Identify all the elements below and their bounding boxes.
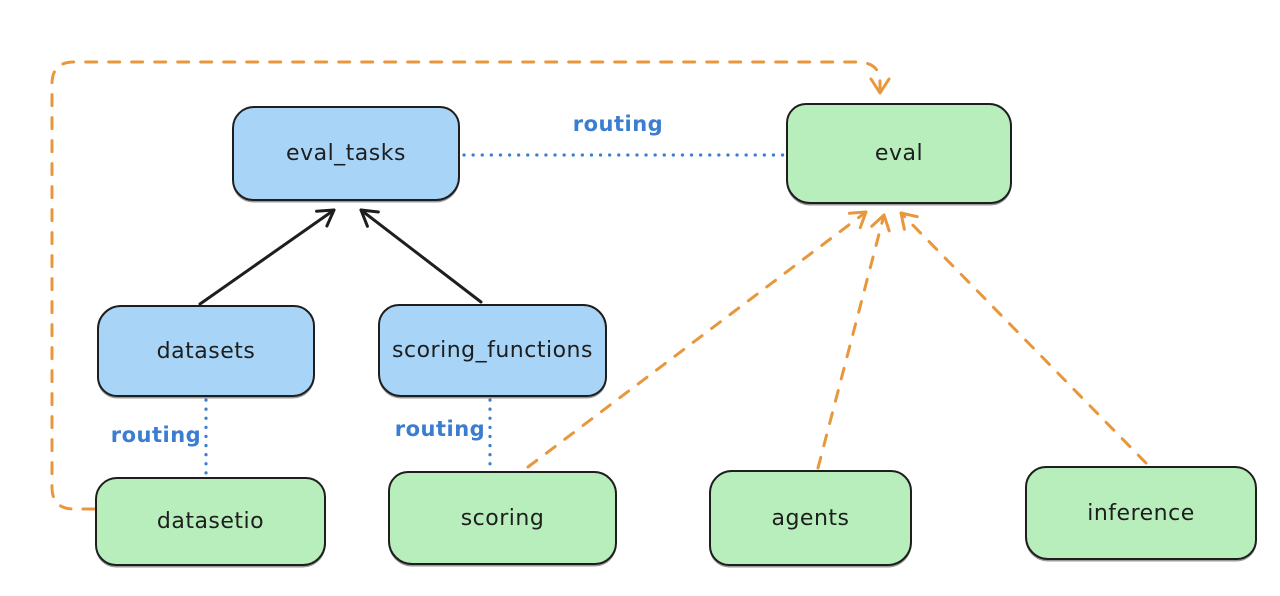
edge-datasets-to-eval-tasks[interactable]	[198, 208, 336, 306]
edge-label-routing-eval-tasks-eval: routing	[572, 112, 664, 136]
edge-datasetio-to-eval[interactable]	[50, 60, 891, 511]
edge-scoring-functions-to-eval-tasks[interactable]	[359, 208, 483, 304]
edge-scoring-to-eval[interactable]	[526, 210, 868, 469]
node-eval[interactable]: eval	[786, 103, 1012, 204]
edge-label-routing-datasets-datasetio: routing	[110, 423, 202, 447]
node-eval-tasks[interactable]: eval_tasks	[232, 106, 460, 201]
node-datasetio[interactable]: datasetio	[95, 477, 326, 566]
edge-agents-to-eval[interactable]	[816, 213, 891, 470]
node-inference[interactable]: inference	[1025, 466, 1257, 560]
node-agents[interactable]: agents	[709, 470, 912, 566]
node-scoring-functions[interactable]: scoring_functions	[378, 304, 607, 397]
node-datasets[interactable]: datasets	[97, 305, 315, 397]
edge-label-routing-scoring-functions-scoring: routing	[394, 417, 486, 441]
node-scoring[interactable]: scoring	[388, 471, 617, 565]
edge-inference-to-eval[interactable]	[899, 211, 1148, 465]
